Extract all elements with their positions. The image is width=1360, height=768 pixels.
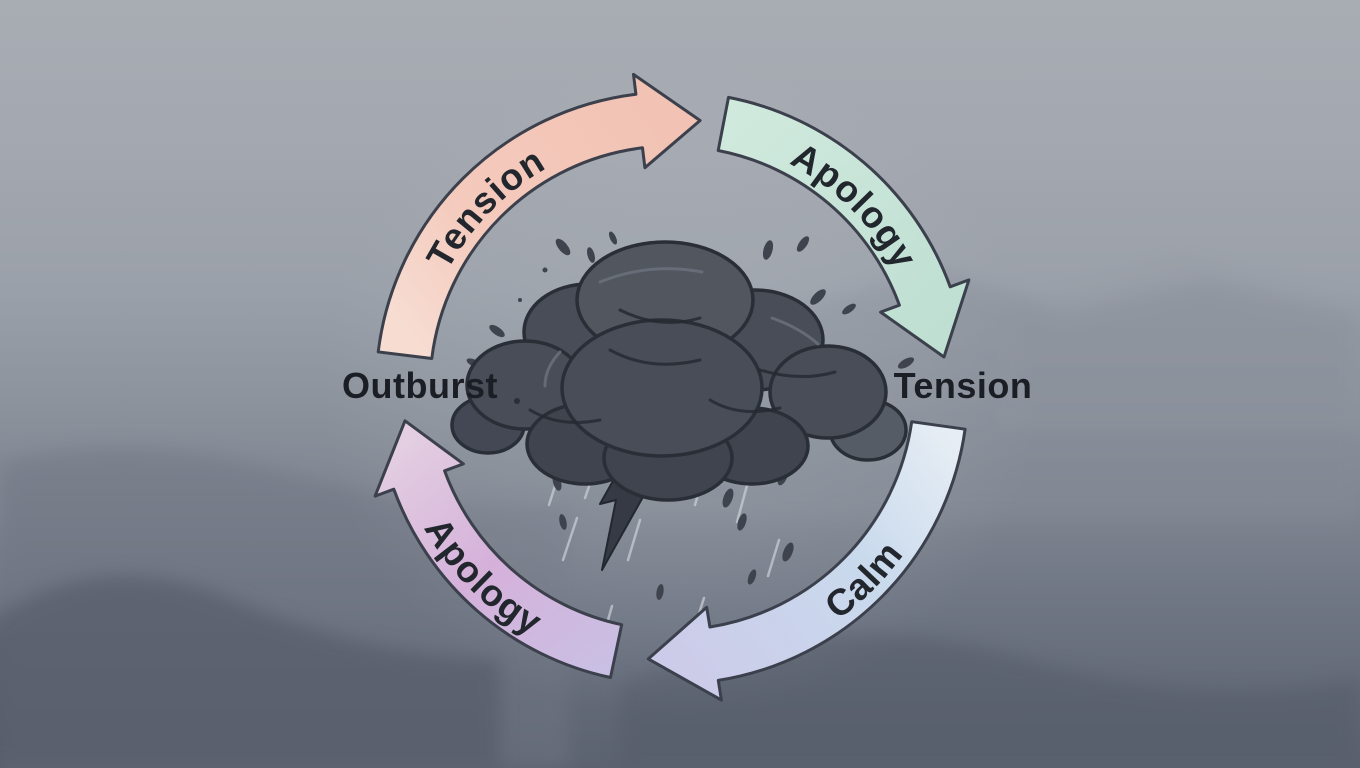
raindrop [810,289,826,305]
raindrop [782,542,794,562]
raindrop [559,514,567,530]
cloud-highlights [543,267,820,388]
raindrop [542,267,548,273]
raindrop [587,247,595,263]
storm-cloud-illustration [450,240,908,571]
raindrop [796,236,810,252]
rain-streak [735,480,750,524]
raindrop [897,357,915,369]
storm-cloud [450,240,908,502]
outburst-side-label: Outburst [342,365,498,406]
raindrop [737,513,747,531]
ink-dot [514,398,520,404]
rain-streak [766,538,781,578]
calm-arrow-segment [646,420,967,702]
apology-bottom-arrow-segment [373,419,624,679]
cycle-diagram [373,72,971,702]
rain-streak [626,518,642,562]
tension-arrow-segment [376,72,702,360]
raindrop [656,584,664,600]
cloud-shading [528,308,837,424]
raindrop [722,488,734,508]
raindrop [747,569,757,585]
raindrop [555,238,571,256]
apology-top-arrow-segment [716,95,971,359]
raindrop [489,324,505,338]
raindrop [518,298,522,302]
raindrop [762,240,774,260]
rain-streak [561,516,579,562]
raindrop [842,303,856,315]
tension-side-label: Tension [894,365,1033,406]
raindrop [608,231,618,245]
